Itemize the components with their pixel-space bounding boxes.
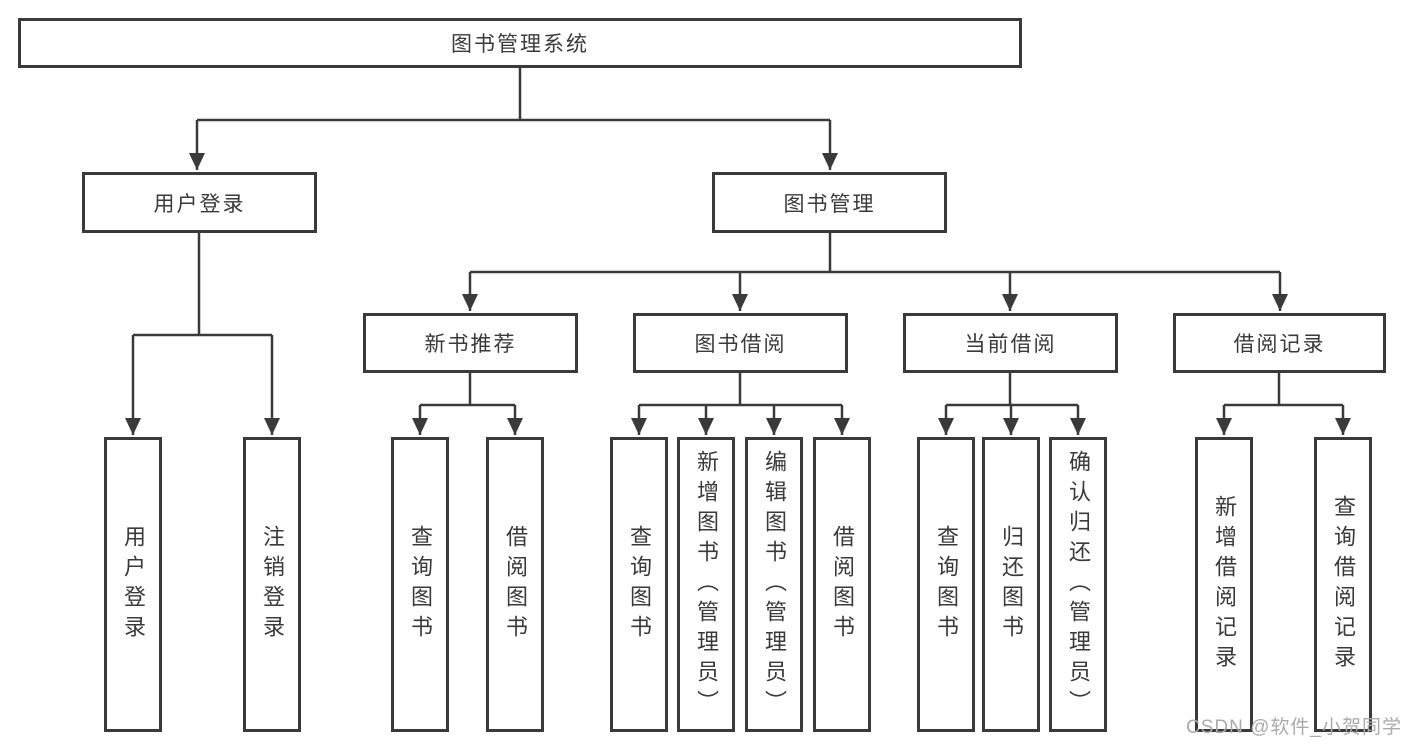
node-label: 新增借阅记录 [1212,494,1237,675]
node-leaf-user-login: 用户登录 [104,437,162,732]
node-leaf-add-book-admin: 新增图书（管理员） [677,437,735,732]
node-label: 编辑图书（管理员） [762,449,787,720]
node-label: 用户登录 [121,524,146,645]
node-leaf-borrow-book-2: 借阅图书 [813,437,871,732]
node-label: 借阅图书 [830,524,855,645]
node-label: 借阅图书 [503,524,528,645]
node-label: 新增图书（管理员） [694,449,719,720]
node-user-login: 用户登录 [82,172,317,233]
node-current-borrow: 当前借阅 [903,313,1118,373]
node-leaf-logout: 注销登录 [243,437,301,732]
node-leaf-return-book: 归还图书 [982,437,1040,732]
node-label: 查询图书 [934,524,959,645]
node-label: 用户登录 [153,192,246,216]
node-book-management: 图书管理 [712,172,947,233]
node-label: 查询图书 [627,524,652,645]
node-leaf-query-book-1: 查询图书 [391,437,449,732]
node-leaf-query-book-3: 查询图书 [917,437,975,732]
node-root-system: 图书管理系统 [18,18,1022,68]
node-label: 当前借阅 [964,333,1057,356]
node-leaf-query-book-2: 查询图书 [610,437,668,732]
node-label: 图书借阅 [694,333,787,356]
node-label: 新书推荐 [424,333,517,356]
node-new-book-recommend: 新书推荐 [363,313,578,373]
node-leaf-confirm-return-admin: 确认归还（管理员） [1049,437,1107,732]
node-label: 查询图书 [408,524,433,645]
node-label: 借阅记录 [1233,333,1326,356]
node-book-borrow: 图书借阅 [633,313,848,373]
node-leaf-edit-book-admin: 编辑图书（管理员） [745,437,803,732]
node-leaf-query-borrow-record: 查询借阅记录 [1314,437,1372,732]
watermark: CSDN @软件_小贺同学 [1186,717,1402,738]
node-label: 图书管理系统 [451,33,589,56]
node-label: 确认归还（管理员） [1066,449,1091,720]
node-label: 注销登录 [260,524,285,645]
node-label: 查询借阅记录 [1331,494,1356,675]
node-label: 归还图书 [999,524,1024,645]
node-label: 图书管理 [783,192,876,216]
node-leaf-add-borrow-record: 新增借阅记录 [1195,437,1253,732]
node-leaf-borrow-book-1: 借阅图书 [486,437,544,732]
node-borrow-record: 借阅记录 [1173,313,1386,373]
